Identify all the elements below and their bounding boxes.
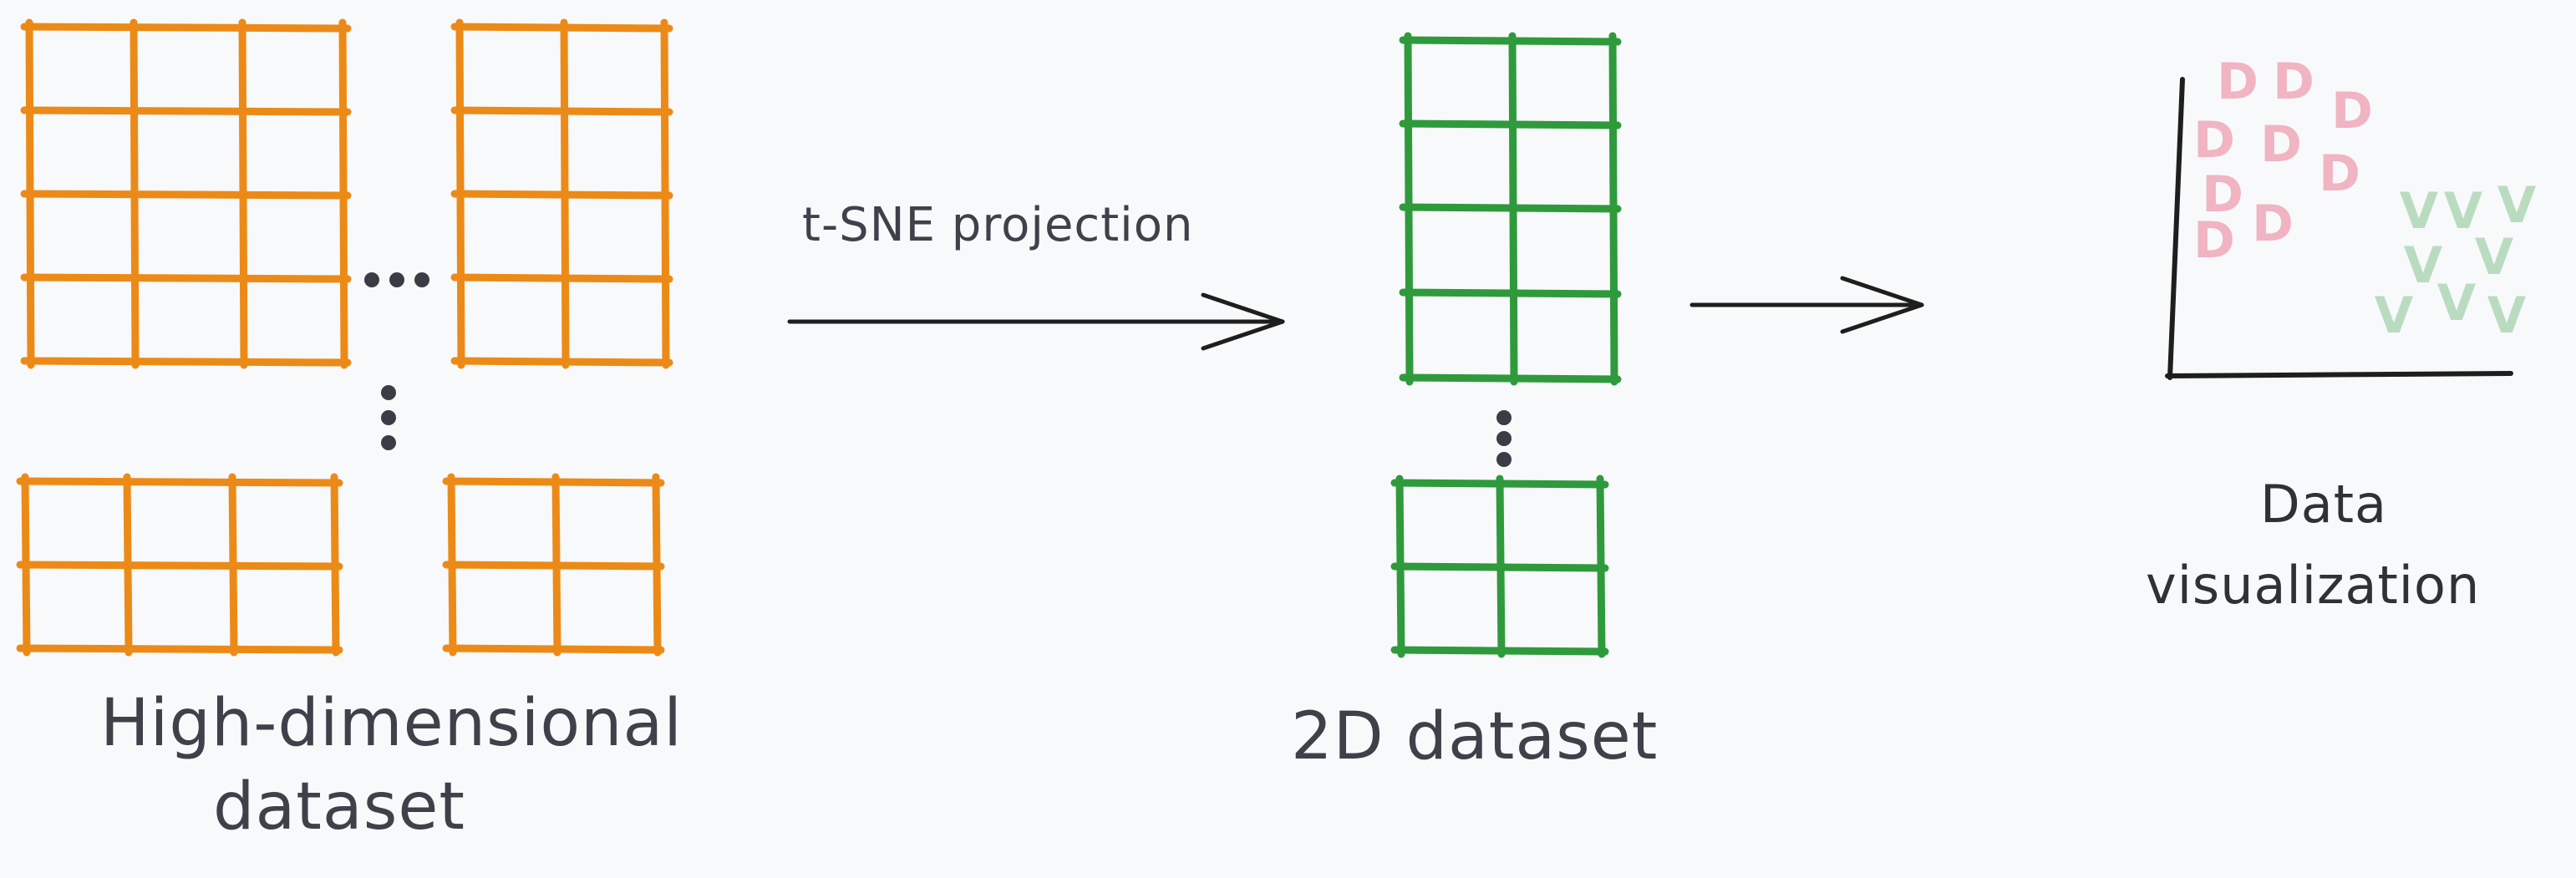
x-axis [2165, 371, 2513, 378]
twod-vertical-dot-0 [1496, 410, 1512, 425]
twod-grids [1390, 32, 1622, 658]
visualization-label-line2: visualization [2146, 555, 2481, 616]
cluster-v-point: V [2475, 228, 2514, 287]
y-axis [2167, 77, 2185, 380]
cluster-d-point: D [2202, 165, 2243, 224]
hd-grid-bottom-right [442, 473, 665, 657]
cluster-d-point: D [2319, 145, 2360, 203]
hd-grid-top-left [20, 18, 352, 369]
cluster-d-point: D [2252, 195, 2294, 253]
hd-grid-bottom-left [16, 473, 343, 657]
cluster-d-point: D [2193, 111, 2235, 170]
scatter-axes [2165, 77, 2513, 380]
cluster-d-point: D [2193, 211, 2235, 270]
hd-vertical-dot-2 [381, 435, 396, 450]
hd-vertical-dot-1 [381, 410, 396, 425]
hd-horizontal-dot-2 [414, 272, 429, 287]
cluster-v-point: V [2487, 287, 2527, 345]
arrows [787, 276, 1924, 351]
cluster-v-point: V [2444, 182, 2483, 241]
twod-vertical-dot-1 [1496, 431, 1512, 446]
high-dimensional-grids [16, 18, 673, 657]
visualization-label-line1: Data [2260, 474, 2388, 535]
cluster-v-point: V [2437, 274, 2477, 332]
cluster-d-point: D [2217, 53, 2258, 111]
twod-grid-bottom [1390, 475, 1609, 658]
high-dimensional-label-line1: High-dimensional [100, 686, 683, 761]
cluster-d-point: D [2331, 82, 2373, 140]
cluster-v-point: V [2497, 176, 2537, 235]
hd-horizontal-dot-1 [389, 272, 404, 287]
cluster-v-point: V [2375, 287, 2414, 345]
visualization-arrow [1689, 276, 1924, 334]
hd-vertical-dot-0 [381, 385, 396, 400]
cluster-d-point: D [2260, 115, 2302, 174]
twod-grid-top [1399, 32, 1622, 386]
twod-vertical-dot-2 [1496, 452, 1512, 467]
ellipsis-dots [364, 272, 1512, 467]
projection-label: t-SNE projection [802, 198, 1194, 252]
cluster-d-point: D [2273, 53, 2314, 111]
hd-grid-top-right [450, 18, 673, 369]
hd-horizontal-dot-0 [364, 272, 379, 287]
cluster-v-point: V [2400, 182, 2439, 241]
twod-dataset-label: 2D dataset [1291, 699, 1659, 774]
high-dimensional-label-line2: dataset [213, 769, 465, 845]
projection-arrow [787, 292, 1285, 351]
cluster-v-point: V [2404, 236, 2443, 295]
